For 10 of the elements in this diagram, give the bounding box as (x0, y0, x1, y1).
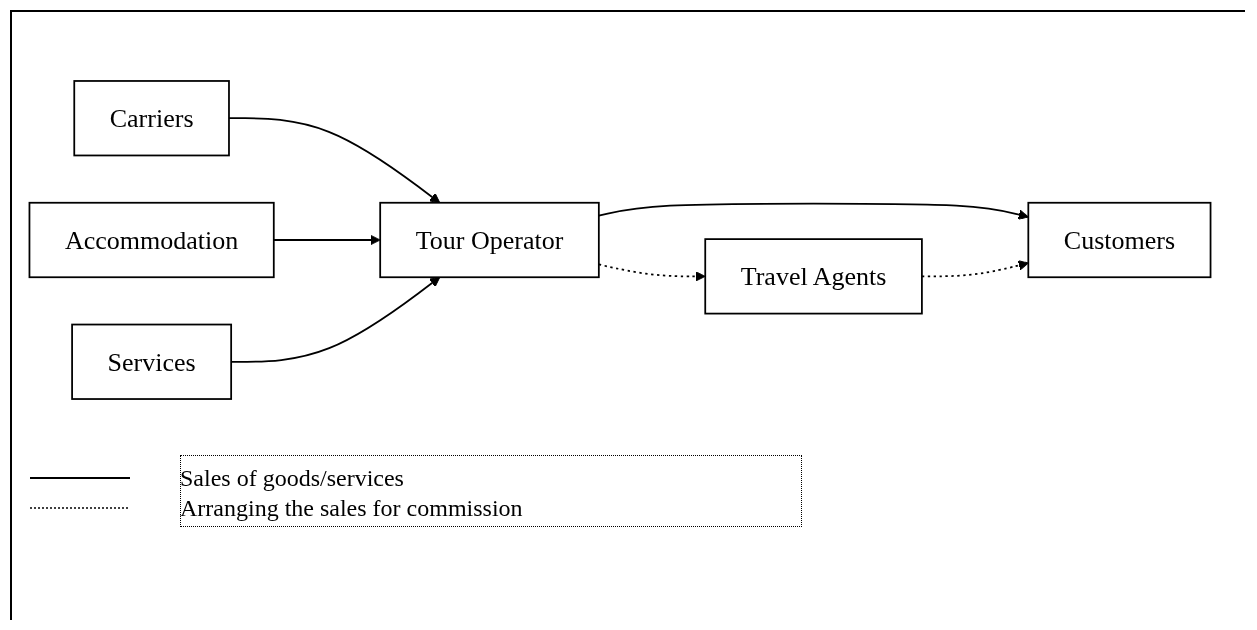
node-box: Services (71, 323, 233, 400)
legend-text: Sales of goods/services (180, 464, 404, 492)
arrow (921, 260, 1029, 278)
node-box: Carriers (73, 80, 230, 157)
arrow (228, 117, 441, 204)
node-box: Travel Agents (704, 238, 923, 315)
node-box: Tour Operator (379, 201, 600, 279)
node-box: Customers (1027, 201, 1212, 279)
node-box: Accommodation (28, 201, 275, 279)
legend-text: Arranging the sales for commission (180, 494, 523, 522)
